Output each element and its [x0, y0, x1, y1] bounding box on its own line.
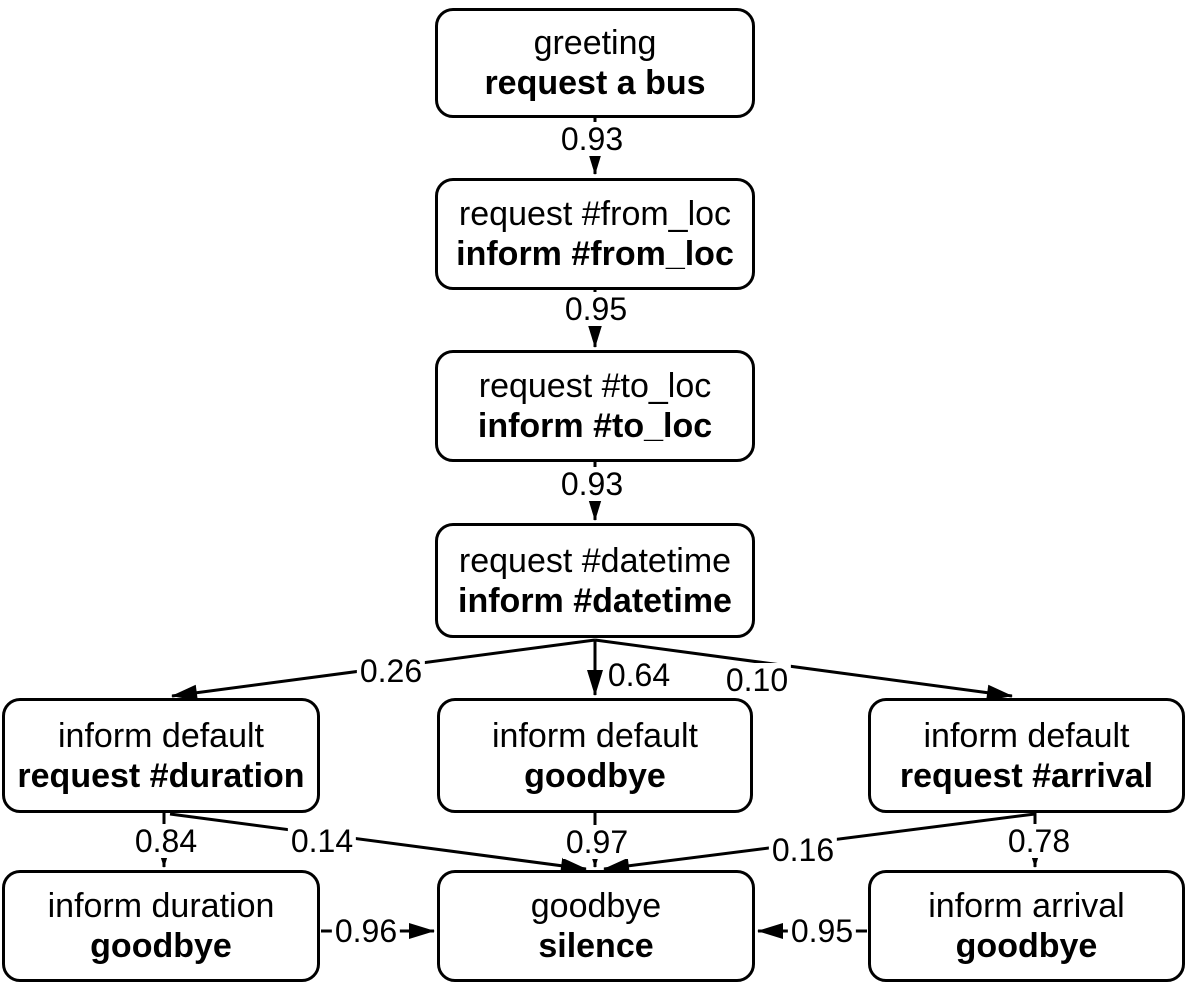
node-goodbye-silence: goodbye silence [437, 870, 755, 982]
node-goodbye-silence-line1: goodbye [530, 887, 662, 925]
node-inform-duration: inform duration goodbye [2, 870, 320, 982]
node-default-goodbye: inform default goodbye [437, 698, 753, 813]
edge-probability-label: 0.95 [561, 292, 631, 326]
edge-probability-label: 0.93 [557, 122, 627, 156]
edge-default-duration-to-goodbye-silence [169, 812, 587, 874]
node-default-arrival: inform default request #arrival [868, 698, 1185, 813]
node-request-from-loc: request #from_loc inform #from_loc [435, 178, 755, 290]
node-request-to-loc-line2: inform #to_loc [477, 407, 713, 445]
node-request-to-loc-line1: request #to_loc [478, 367, 712, 405]
node-default-duration: inform default request #duration [2, 698, 320, 813]
edge-request-datetime-to-default-arrival [594, 638, 1013, 701]
node-default-arrival-line2: request #arrival [899, 756, 1154, 795]
edge-probability-label: 0.16 [768, 833, 838, 867]
edge-probability-label: 0.95 [787, 914, 857, 948]
edge-probability-label: 0.26 [356, 654, 426, 688]
node-request-from-loc-line1: request #from_loc [458, 195, 732, 233]
edge-probability-label: 0.78 [1004, 824, 1074, 858]
edge-probability-label: 0.93 [557, 467, 627, 501]
edge-probability-label: 0.96 [331, 914, 401, 948]
node-default-goodbye-line2: goodbye [524, 756, 666, 795]
node-default-duration-line2: request #duration [17, 756, 305, 795]
node-goodbye-silence-line2: silence [538, 927, 654, 965]
node-request-to-loc: request #to_loc inform #to_loc [435, 350, 755, 462]
node-inform-duration-line2: goodbye [90, 927, 232, 965]
node-greeting-line2: request a bus [484, 64, 706, 102]
edge-probability-label: 0.97 [562, 825, 632, 859]
edge-probability-label: 0.84 [131, 824, 201, 858]
node-request-from-loc-line2: inform #from_loc [456, 235, 734, 273]
node-default-duration-line1: inform default [58, 716, 264, 755]
node-greeting-line1: greeting [533, 24, 657, 62]
node-greeting: greeting request a bus [435, 8, 755, 118]
node-inform-arrival-line2: goodbye [955, 927, 1098, 965]
edge-probability-label: 0.14 [287, 824, 357, 858]
node-default-arrival-line1: inform default [923, 716, 1130, 755]
node-inform-duration-line1: inform duration [47, 887, 275, 925]
edge-probability-label: 0.64 [604, 658, 674, 692]
node-request-datetime-line2: inform #datetime [458, 581, 732, 620]
edge-probability-label: 0.10 [722, 663, 792, 697]
node-default-goodbye-line1: inform default [492, 716, 698, 755]
node-inform-arrival: inform arrival goodbye [868, 870, 1185, 982]
node-request-datetime: request #datetime inform #datetime [435, 523, 755, 638]
node-request-datetime-line1: request #datetime [458, 541, 732, 580]
node-inform-arrival-line1: inform arrival [928, 887, 1125, 925]
